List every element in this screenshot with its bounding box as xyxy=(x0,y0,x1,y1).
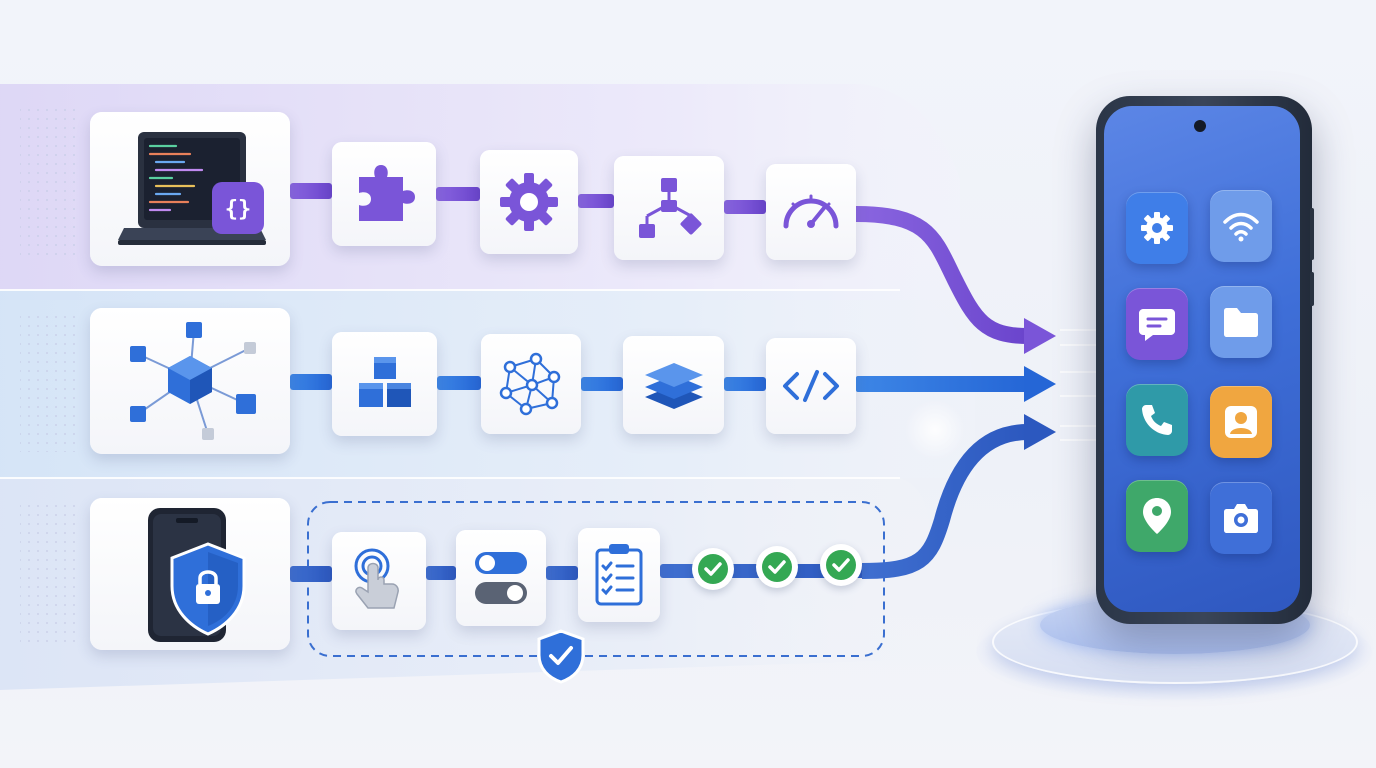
stacked-cubes-icon xyxy=(358,357,411,407)
checklist-clipboard-icon xyxy=(595,544,643,606)
camera-app-icon xyxy=(1224,504,1258,533)
code-brackets-icon xyxy=(783,370,839,402)
check-badge-3 xyxy=(820,544,862,586)
app-messages[interactable] xyxy=(1126,288,1188,360)
app-settings[interactable] xyxy=(1126,192,1188,264)
svg-text:{}: {} xyxy=(225,197,252,222)
messages-app-icon xyxy=(1139,309,1175,341)
contacts-app-icon xyxy=(1225,406,1257,438)
maps-app-icon xyxy=(1143,498,1171,534)
app-phone[interactable] xyxy=(1126,384,1188,456)
step-card-stacked-cubes xyxy=(332,332,437,436)
check-badge-1 xyxy=(692,548,734,590)
step-card-puzzle xyxy=(332,142,436,246)
check-badge-icon xyxy=(826,550,856,580)
gear-icon xyxy=(500,173,558,231)
files-app-icon xyxy=(1224,308,1258,337)
phone-screen xyxy=(1104,106,1300,612)
app-camera[interactable] xyxy=(1210,482,1272,554)
app-wifi[interactable] xyxy=(1210,190,1272,262)
mesh-network-icon xyxy=(499,352,561,416)
app-files[interactable] xyxy=(1210,286,1272,358)
source-card-phone-security xyxy=(90,498,290,650)
step-card-checklist-clipboard xyxy=(578,528,660,622)
step-card-layers xyxy=(623,336,724,434)
phone-security-lock-icon xyxy=(148,508,246,642)
speedometer-icon xyxy=(783,194,839,229)
step-card-gear xyxy=(480,150,578,254)
target-smartphone xyxy=(1096,96,1314,624)
app-maps[interactable] xyxy=(1126,480,1188,552)
step-card-tap-gesture xyxy=(332,532,426,630)
flowchart-icon xyxy=(639,178,702,238)
puzzle-piece-icon xyxy=(359,165,415,221)
check-badge-icon xyxy=(698,554,728,584)
node-network-icon xyxy=(130,322,256,440)
wifi-app-icon xyxy=(1223,212,1259,242)
phone-app-icon xyxy=(1142,405,1172,435)
source-card-code-laptop: {} xyxy=(90,112,290,266)
phone-side-button xyxy=(1310,208,1314,260)
front-camera xyxy=(1194,120,1206,132)
toggle-switches-icon xyxy=(475,552,527,604)
shield-check-icon xyxy=(537,629,585,684)
step-card-code-brackets xyxy=(766,338,856,434)
check-badge-icon xyxy=(762,552,792,582)
lane-connector-blue xyxy=(290,366,1056,402)
step-card-flowchart xyxy=(614,156,724,260)
source-card-node-network xyxy=(90,308,290,454)
app-contacts[interactable] xyxy=(1210,386,1272,458)
code-laptop-icon: {} xyxy=(118,132,266,245)
tap-gesture-icon xyxy=(354,548,399,609)
settings-app-icon xyxy=(1141,212,1173,244)
step-card-speedometer xyxy=(766,164,856,260)
lane-connector-purple xyxy=(290,183,1056,354)
step-card-toggle-switches xyxy=(456,530,546,626)
layers-icon xyxy=(644,363,703,409)
step-card-mesh-network xyxy=(481,334,581,434)
phone-side-button xyxy=(1310,272,1314,306)
check-badge-2 xyxy=(756,546,798,588)
